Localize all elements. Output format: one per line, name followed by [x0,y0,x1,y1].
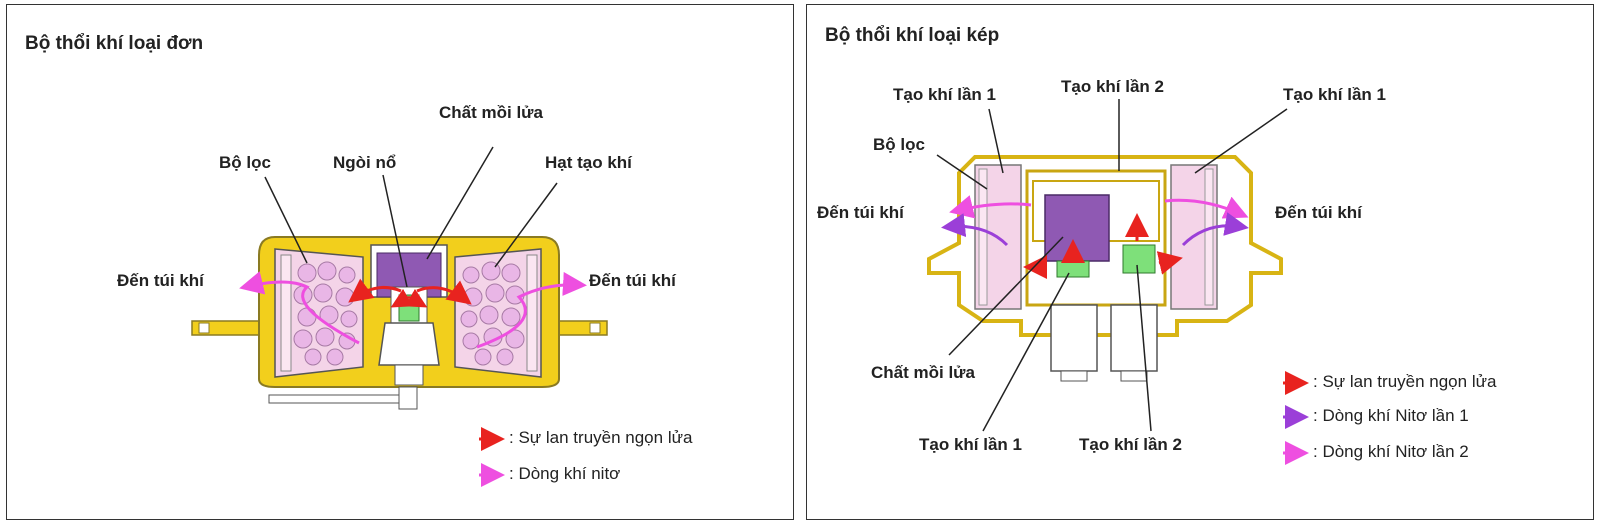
legend-flame-text: : Sự lan truyền ngọn lửa [1313,372,1497,391]
stage1-connector [1050,304,1098,372]
single-stage-inflator-diagram [191,146,608,487]
squib [398,294,420,322]
stage1-squib [1056,260,1090,278]
connector-body [378,322,440,366]
legend-nitrogen2-text: : Dòng khí Nitơ lần 2 [1313,442,1469,461]
connector-plug [394,364,424,386]
leader-lines [936,99,1288,432]
legend-nitrogen1-text: : Dòng khí Nitơ lần 1 [1313,406,1469,425]
flange-hole-left [198,322,210,334]
left-filter [978,168,988,306]
label-igniter: Chất mồi lửa [871,363,975,382]
igniter-charge [1044,194,1110,262]
label-stage2-bottom: Tạo khí lần 2 [1079,435,1182,454]
stage1-connector-foot [1060,370,1088,382]
dual-stage-inflator-panel: Bộ thổi khí loại kép Tạo khí lần 1 Tạo k… [806,4,1594,520]
label-stage1-top-right: Tạo khí lần 1 [1283,85,1386,104]
stage2-squib [1122,244,1156,274]
right-filter [526,254,538,372]
label-to-bag-right: Đến túi khí [589,271,676,290]
dual-stage-inflator-diagram [927,99,1309,465]
label-to-bag-right: Đến túi khí [1275,203,1362,222]
label-stage1-top-left: Tạo khí lần 1 [893,85,996,104]
flame-arrow-down-right [405,288,428,308]
stage2-connector [1110,304,1158,372]
nitrogen2-arrow-right [1164,196,1249,219]
nitrogen2-arrow-left [949,195,1032,219]
label-filter: Bộ lọc [219,153,271,172]
nitrogen1-arrow-left [941,213,1009,247]
lead-wire-end [398,386,418,410]
label-stage2-top: Tạo khí lần 2 [1061,77,1164,96]
dual-stage-title: Bộ thổi khí loại kép [825,25,1000,46]
lead-wire [268,394,400,404]
label-stage1-bottom: Tạo khí lần 1 [919,435,1022,454]
flame-arrow-stage2-right [1156,251,1183,275]
label-to-bag-left: Đến túi khí [117,271,204,290]
stage2-connector-foot [1120,370,1148,382]
right-gas-pellets [460,261,525,366]
flange-hole-right [589,322,601,334]
label-igniter: Chất mồi lửa [439,103,543,122]
right-filter [1204,168,1214,306]
label-to-bag-left: Đến túi khí [817,203,904,222]
left-filter [280,254,292,372]
label-gas-pellets: Hạt tạo khí [545,153,632,172]
nitrogen1-arrow-right [1181,212,1249,247]
nitrogen-arrow-left [239,271,360,345]
legend-flame-text: : Sự lan truyền ngọn lửa [509,428,693,447]
leader-lines [264,146,558,288]
nitrogen-arrow-right [476,271,587,349]
label-squib: Ngòi nổ [333,153,397,172]
single-stage-title: Bộ thổi khí loại đơn [25,33,204,54]
legend-nitrogen-text: : Dòng khí nitơ [509,464,621,483]
label-filter: Bộ lọc [873,135,925,154]
single-stage-inflator-panel: Bộ thổi khí loại đơn Bộ lọc Ngòi nổ Chất… [6,4,794,520]
